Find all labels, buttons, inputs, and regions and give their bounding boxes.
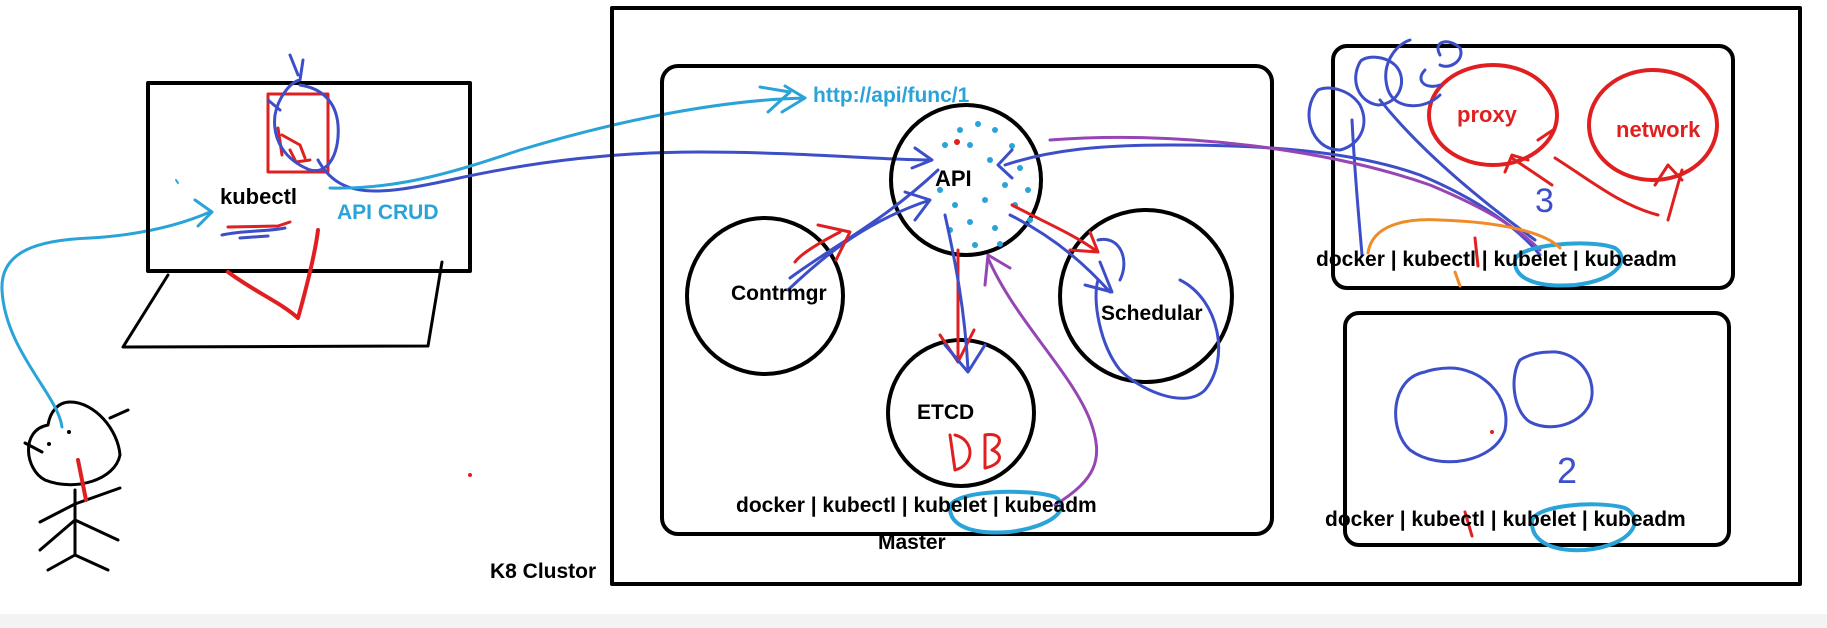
etcd-circle — [886, 338, 1036, 488]
scheduler-blue-loop — [1094, 278, 1221, 400]
scheduler-circle — [1058, 208, 1234, 384]
controller-label: Contrmgr — [731, 282, 827, 305]
master-kubelet-ellipse — [948, 489, 1064, 535]
user-to-kubectl-arrow — [0, 198, 214, 429]
worker1-node-box — [1331, 44, 1735, 290]
worker2-red-dot — [1490, 430, 1494, 434]
worker2-pod-circles — [1394, 350, 1594, 464]
worker1-orange-arrow — [1366, 218, 1562, 288]
user-eye — [67, 430, 71, 434]
red-arrows-to-kubelet — [1503, 128, 1684, 222]
cluster-boundary — [610, 6, 1802, 586]
bottom-strip — [0, 614, 1827, 628]
api-crud-label: API CRUD — [337, 201, 439, 224]
worker2-number: 2 — [1557, 450, 1578, 491]
stray-dot — [468, 473, 472, 477]
url-label: http://api/func/1 — [813, 84, 970, 107]
scheduler-arrows — [1008, 213, 1126, 294]
worker1-pod-scribbles — [1307, 38, 1463, 152]
proxy-circle — [1427, 63, 1559, 167]
api-dots — [937, 121, 1033, 248]
api-red-dot — [954, 139, 960, 145]
controller-circle — [685, 216, 845, 376]
api-label: API — [935, 166, 972, 191]
network-circle — [1587, 68, 1719, 182]
user-stick-figure — [23, 400, 130, 572]
master-node-box — [660, 64, 1274, 536]
cluster-label: K8 Clustor — [490, 560, 597, 583]
controller-red-arrow — [793, 223, 852, 264]
user-mouth — [76, 458, 88, 502]
red-check-stroke — [226, 228, 320, 320]
purple-kubelet-to-api — [983, 253, 1099, 507]
controller-arrows — [786, 168, 940, 292]
worker1-tools-label: docker | kubectl | kubelet | kubeadm — [1316, 248, 1677, 271]
worker1-pod-lines — [1350, 98, 1537, 257]
kubectl-to-url-arrow — [328, 84, 807, 190]
kubectl-to-api-arrow — [316, 146, 934, 193]
worker2-node-box — [1343, 311, 1731, 547]
laptop-base — [121, 260, 444, 349]
etcd-blue-arrow — [943, 213, 987, 374]
laptop-screen — [146, 81, 472, 273]
api-circle — [889, 103, 1043, 257]
worker2-tools-label: docker | kubectl | kubelet | kubeadm — [1325, 508, 1686, 531]
worker2-red-tick — [1463, 510, 1474, 538]
network-label: network — [1616, 117, 1701, 142]
worker1-number: 3 — [1535, 182, 1554, 220]
proxy-label: proxy — [1457, 102, 1517, 127]
kubectl-red-box — [266, 92, 330, 174]
scheduler-label: Schedular — [1101, 302, 1203, 325]
master-tools-label: docker | kubectl | kubelet | kubeadm — [736, 494, 1097, 517]
worker2-kubelet-ellipse — [1530, 502, 1637, 553]
red-underline — [226, 220, 292, 229]
url-arrow-tail — [758, 85, 792, 114]
worker1-blue-arrow — [996, 143, 1542, 257]
worker1-purple-line — [1048, 135, 1542, 252]
etcd-label: ETCD — [917, 401, 975, 424]
worker1-kubelet-ellipse — [1513, 241, 1624, 288]
worker1-red-tick — [1473, 236, 1480, 268]
blue-underline — [220, 226, 287, 240]
etcd-db-scribble — [948, 432, 1001, 472]
kubectl-label: kubectl — [220, 184, 298, 209]
blue-scribble — [266, 53, 340, 173]
scheduler-red-arrow — [1010, 203, 1100, 254]
user-eye — [47, 442, 51, 446]
red-scribble — [276, 126, 312, 164]
tick-mark — [175, 179, 179, 184]
master-label: Master — [878, 531, 946, 554]
